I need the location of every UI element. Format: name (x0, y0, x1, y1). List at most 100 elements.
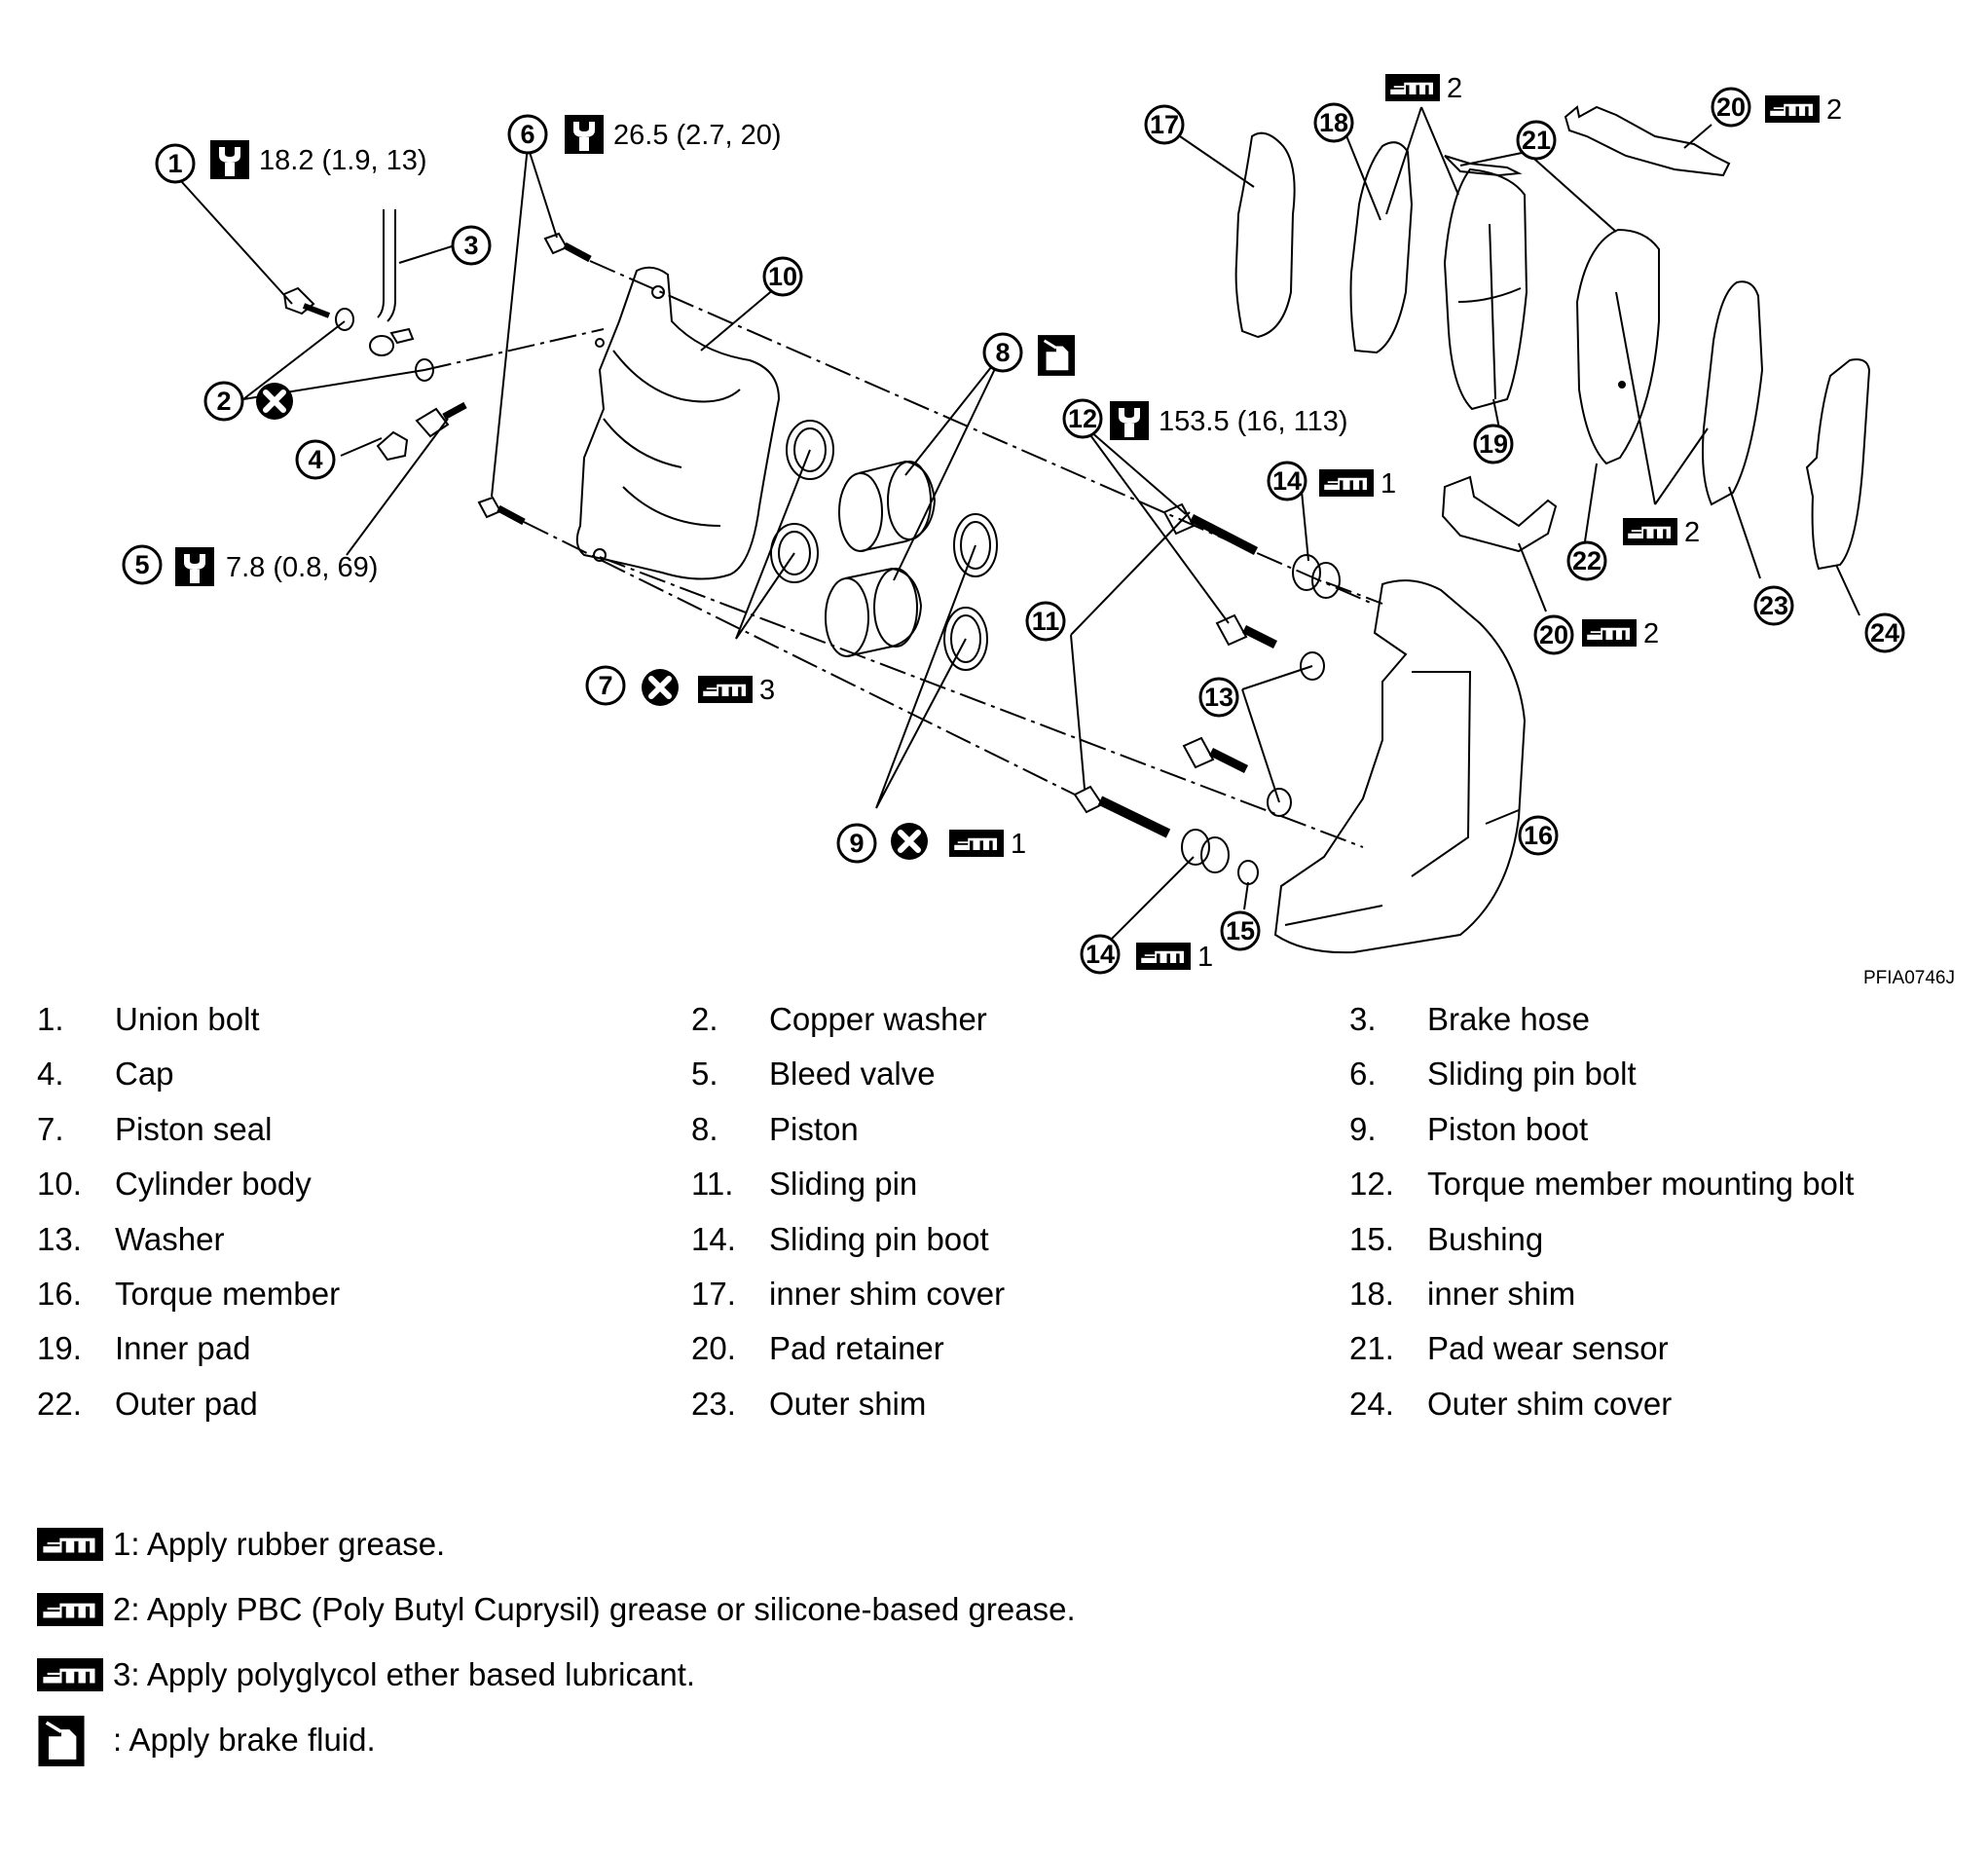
legend-item-label: Cylinder body (115, 1166, 312, 1203)
part-number-callout-13: 13 (1198, 677, 1239, 718)
legend-item-label: Outer shim (769, 1385, 927, 1422)
legend-item-number: 12. (1349, 1166, 1394, 1203)
do-not-reuse-icon (891, 823, 928, 860)
svg-text:12: 12 (1068, 404, 1097, 433)
part-number-callout-1: 1 (155, 143, 196, 184)
sliding-pin-boot-part (1181, 554, 1341, 873)
grease-icon (37, 1658, 103, 1691)
outer-shim-part (1702, 280, 1764, 506)
svg-text:10: 10 (768, 262, 797, 291)
grease-icon (1135, 943, 1192, 970)
part-number-callout-9: 9 (836, 823, 877, 864)
part-number-callout-6: 6 (507, 114, 548, 155)
part-number-callout-23: 23 (1753, 585, 1794, 626)
legend-item-number: 16. (37, 1276, 82, 1312)
legend-item-number: 3. (1349, 1001, 1377, 1037)
grease-icon (1622, 518, 1678, 545)
svg-text:7: 7 (598, 671, 612, 700)
torque-member-bolt-part (1162, 502, 1278, 774)
legend-item-label: Copper washer (769, 1001, 987, 1037)
legend-item-number: 20. (691, 1330, 736, 1367)
note-text: : Apply brake fluid. (113, 1722, 376, 1758)
svg-text:6: 6 (520, 120, 534, 149)
pad-wear-sensor-part (1444, 155, 1523, 177)
part-number-callout-22: 22 (1566, 540, 1607, 581)
legend-item-label: Pad retainer (769, 1330, 944, 1367)
legend-item-number: 7. (37, 1110, 64, 1147)
part-number-callout-17: 17 (1144, 104, 1185, 145)
part-number-callout-11: 11 (1025, 601, 1066, 642)
piston-part (825, 460, 937, 657)
legend-item-label: Bleed valve (769, 1056, 936, 1093)
inner-pad-part (1443, 167, 1528, 411)
legend-item-number: 14. (691, 1220, 736, 1257)
svg-text:18: 18 (1319, 108, 1348, 137)
cap-part (376, 430, 409, 462)
grease-type-pad-retainer-lower: 2 (1643, 618, 1659, 649)
legend-item-number: 2. (691, 1001, 718, 1037)
part-number-callout-21: 21 (1516, 120, 1557, 161)
leader-lines (180, 106, 1860, 944)
legend-item-number: 6. (1349, 1056, 1377, 1093)
sliding-pin-bolt-part (477, 232, 592, 526)
do-not-reuse-icon (642, 669, 679, 706)
svg-text:22: 22 (1572, 546, 1601, 575)
part-number-callout-8: 8 (982, 332, 1023, 373)
torque-wrench-icon (210, 140, 249, 179)
grease-type-boot-upper: 1 (1381, 468, 1396, 500)
svg-text:17: 17 (1150, 110, 1179, 139)
legend-item-label: Outer pad (115, 1385, 258, 1422)
grease-icon (1318, 469, 1375, 497)
svg-text:20: 20 (1716, 93, 1746, 122)
legend-item-number: 13. (37, 1220, 82, 1257)
brake-caliper-exploded-diagram: 1234567891011121314141516171819202021222… (122, 73, 1955, 988)
washer-part (1267, 651, 1325, 817)
legend-item-label: Cap (115, 1056, 174, 1093)
bleed-valve-part (415, 401, 467, 438)
legend-item-label: Bushing (1427, 1220, 1544, 1257)
part-number-callout-4: 4 (295, 439, 336, 480)
svg-text:13: 13 (1204, 683, 1233, 712)
cylinder-body-part (575, 266, 781, 580)
torque-spec-torque-member-bolt: 153.5 (16, 113) (1159, 406, 1348, 437)
grease-type-piston-seal: 3 (759, 675, 775, 706)
grease-icon (37, 1593, 103, 1626)
legend-item-number: 21. (1349, 1330, 1394, 1367)
grease-icon (37, 1528, 103, 1561)
legend-item-number: 4. (37, 1056, 64, 1093)
part-number-callout-19: 19 (1473, 424, 1514, 464)
copper-washer-part (335, 308, 354, 331)
grease-type-piston-boot: 1 (1011, 829, 1026, 860)
note-text: 1: Apply rubber grease. (113, 1526, 446, 1562)
torque-spec-sliding-pin-bolt: 26.5 (2.7, 20) (613, 120, 782, 151)
legend-item-number: 8. (691, 1110, 718, 1147)
grease-icon (1581, 619, 1638, 647)
svg-text:11: 11 (1032, 607, 1060, 636)
legend-item-label: Sliding pin boot (769, 1220, 989, 1257)
note-text: 2: Apply PBC (Poly Butyl Cuprysil) greas… (113, 1591, 1076, 1627)
svg-text:19: 19 (1479, 429, 1508, 459)
legend-item-label: Piston (769, 1110, 859, 1147)
part-number-callout-20: 20 (1533, 614, 1574, 655)
part-number-callout-18: 18 (1313, 102, 1354, 143)
grease-type-pad-retainer-upper: 2 (1826, 94, 1842, 126)
legend-item-number: 23. (691, 1385, 736, 1422)
legend-item-number: 17. (691, 1276, 736, 1312)
grease-type-pads: 2 (1447, 73, 1462, 104)
sliding-pin-part (1073, 785, 1171, 838)
svg-text:3: 3 (463, 231, 478, 260)
pad-retainer-part (1564, 105, 1731, 177)
legend-item-number: 11. (691, 1166, 734, 1203)
legend-item-number: 18. (1349, 1276, 1394, 1312)
svg-text:23: 23 (1759, 591, 1788, 620)
part-number-callout-14: 14 (1267, 461, 1307, 501)
inner-shim-cover-part (1234, 131, 1296, 339)
svg-text:20: 20 (1539, 620, 1568, 649)
part-number-callout-12: 12 (1062, 398, 1103, 439)
legend-item-label: Pad wear sensor (1427, 1330, 1669, 1367)
legend-item-label: Inner pad (115, 1330, 251, 1367)
svg-text:8: 8 (995, 338, 1010, 367)
part-number-callout-20: 20 (1711, 87, 1751, 128)
part-number-callout-24: 24 (1864, 612, 1905, 653)
do-not-reuse-icon (256, 383, 293, 420)
